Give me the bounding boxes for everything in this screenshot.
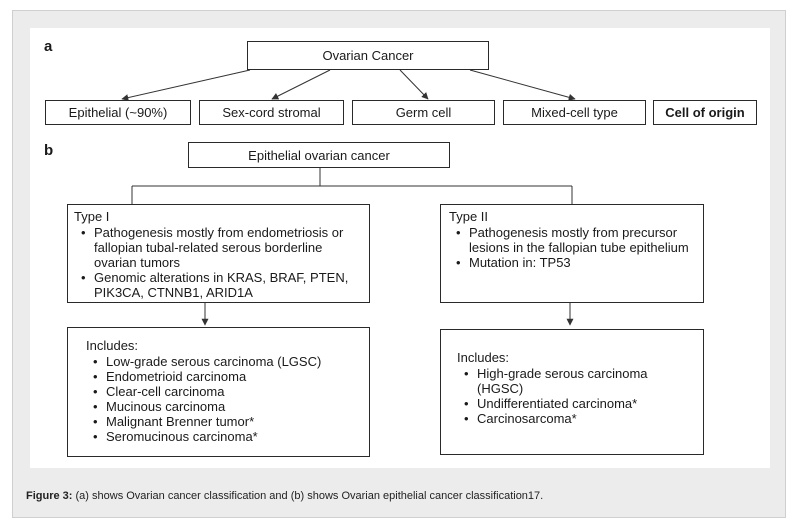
type1-includes-item: Endometrioid carcinoma (93, 369, 363, 384)
type1-includes-title: Includes: (86, 338, 139, 353)
type1-includes-box: Includes: Low-grade serous carcinoma (LG… (67, 327, 370, 457)
type2-box: Type II Pathogenesis mostly from precurs… (440, 204, 704, 303)
ovarian-cancer-box: Ovarian Cancer (247, 41, 489, 70)
sex-cord-stromal-box: Sex-cord stromal (199, 100, 344, 125)
type2-includes-title: Includes: (457, 350, 510, 365)
type2-bullet: Pathogenesis mostly from precursor lesio… (456, 225, 697, 255)
panel-b-label: b (44, 142, 54, 159)
caption-text: (a) shows Ovarian cancer classification … (72, 490, 544, 502)
type1-includes-item: Malignant Brenner tumor* (93, 414, 363, 429)
type1-box: Type I Pathogenesis mostly from endometr… (67, 204, 370, 303)
type1-title: Type I (74, 209, 110, 224)
type2-includes-item: High-grade serous carcinoma (HGSC) (464, 366, 697, 396)
panel-a-label: a (44, 38, 53, 55)
mixed-cell-type-box: Mixed-cell type (503, 100, 646, 125)
type2-includes-item: Carcinosarcoma* (464, 411, 697, 426)
arrow-to-sex-cord (271, 69, 331, 100)
type2-bullet: Mutation in: TP53 (456, 255, 697, 270)
figure-caption: Figure 3: (a) shows Ovarian cancer class… (26, 490, 766, 502)
type2-includes-box: Includes: High-grade serous carcinoma (H… (440, 329, 704, 455)
type1-bullet-list: Pathogenesis mostly from endometriosis o… (74, 225, 363, 300)
type2-bullet-list: Pathogenesis mostly from precursor lesio… (449, 225, 697, 270)
caption-prefix: Figure 3: (26, 490, 73, 502)
type1-includes-item: Clear-cell carcinoma (93, 384, 363, 399)
arrow-to-mixed-cell (469, 69, 576, 101)
type1-includes-item: Seromucinous carcinoma* (93, 429, 363, 444)
type1-includes-list: Low-grade serous carcinoma (LGSC) Endome… (86, 354, 363, 444)
type1-includes-item: Low-grade serous carcinoma (LGSC) (93, 354, 363, 369)
type1-includes-item: Mucinous carcinoma (93, 399, 363, 414)
type1-bullet: Pathogenesis mostly from endometriosis o… (81, 225, 363, 270)
type2-includes-item: Undifferentiated carcinoma* (464, 396, 697, 411)
cell-of-origin-box: Cell of origin (653, 100, 757, 125)
epithelial-box: Epithelial (~90%) (45, 100, 191, 125)
type1-bullet: Genomic alterations in KRAS, BRAF, PTEN,… (81, 270, 363, 300)
arrow-to-germ-cell (399, 69, 429, 100)
germ-cell-box: Germ cell (352, 100, 495, 125)
epithelial-ovarian-cancer-box: Epithelial ovarian cancer (188, 142, 450, 168)
arrow-to-epithelial (121, 69, 251, 102)
type2-title: Type II (449, 209, 489, 224)
type2-includes-list: High-grade serous carcinoma (HGSC) Undif… (457, 366, 697, 426)
